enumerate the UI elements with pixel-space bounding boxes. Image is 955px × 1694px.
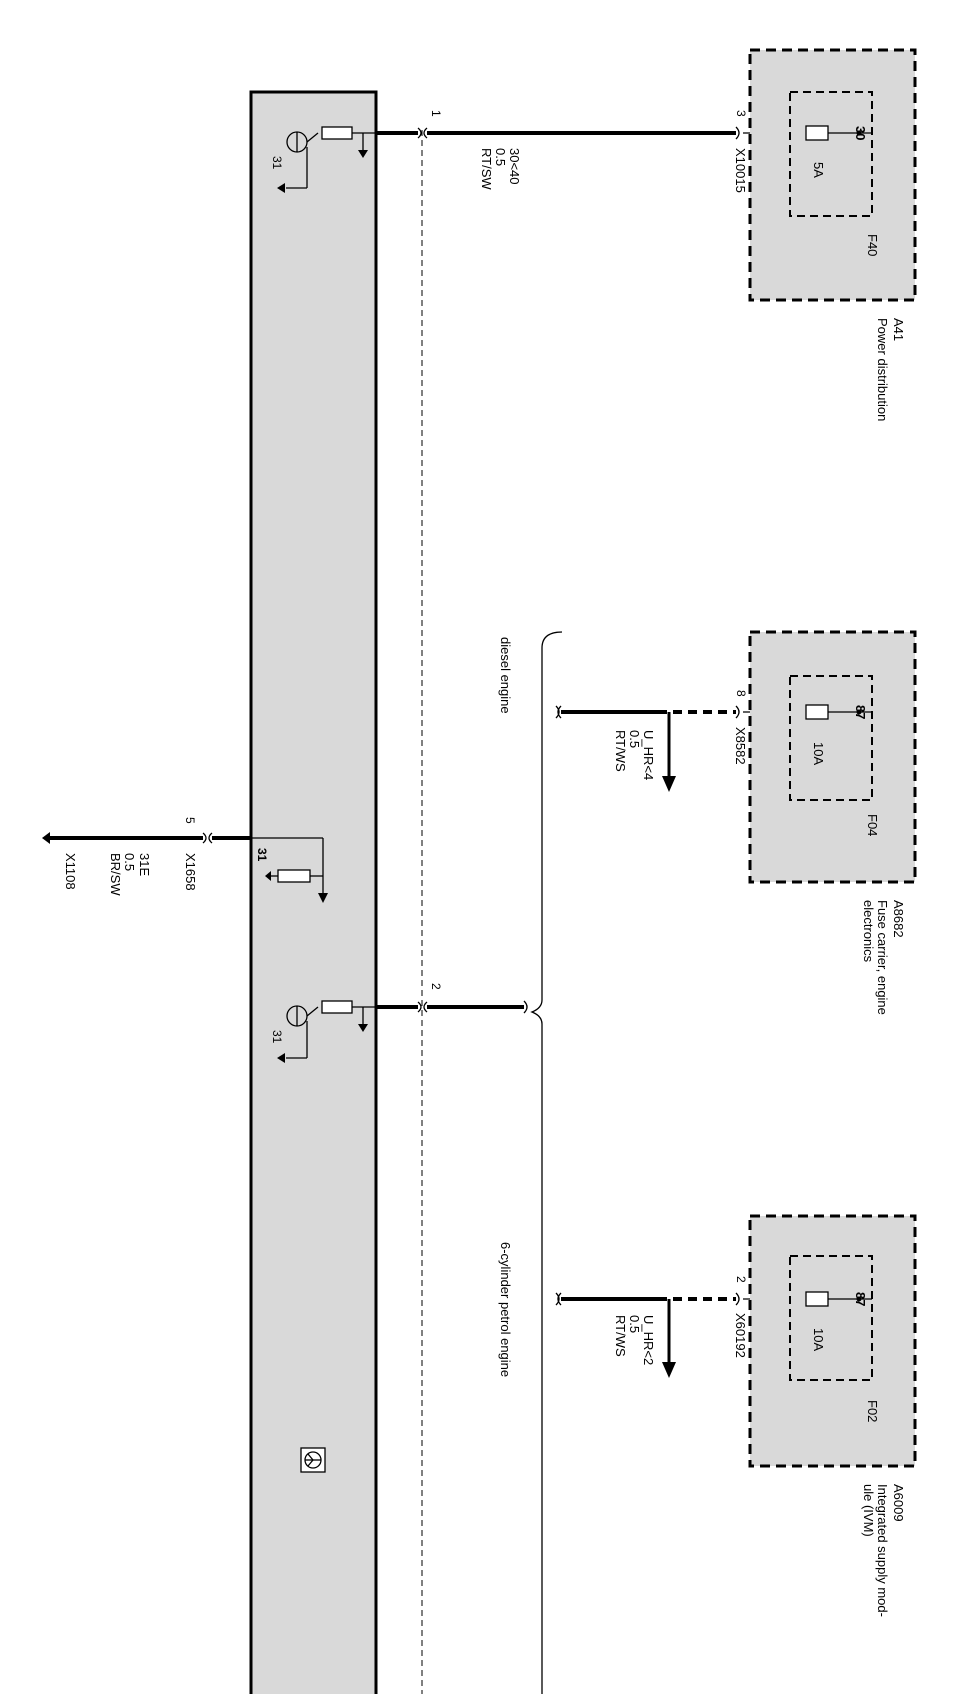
variant-diesel-label: diesel engine: [498, 637, 513, 714]
ground-wire-signal: 31E: [137, 853, 152, 876]
a6009-terminal: 87: [853, 1292, 868, 1306]
ground-wire-color: BR/SW: [108, 853, 123, 896]
wire-diesel-gauge: 0.5: [627, 730, 642, 748]
variant-petrol-label: 6-cylinder petrol engine: [498, 1242, 513, 1377]
a8682-module: [748, 630, 917, 884]
wire-2-pin: 2: [429, 983, 443, 990]
a6009-name-2: ule (IVM): [861, 1484, 876, 1537]
a41-id: A41: [891, 318, 906, 341]
a6009-module: [748, 1214, 917, 1468]
output-stage-2: 31: [270, 1000, 376, 1063]
a8682-name-2: electronics: [861, 900, 876, 963]
a41-connector: X10015: [733, 148, 748, 193]
a6009-connector: X60192: [733, 1313, 748, 1358]
a8682-name-1: Fuse carrier, engine: [875, 900, 890, 1015]
output-stage-1: 31: [270, 126, 376, 193]
ground-terminal-label-3: 31: [255, 848, 269, 862]
a41-terminal: 30: [853, 126, 868, 140]
wire-petrol-signal: U_HR<2: [641, 1315, 656, 1365]
a41-module: [748, 48, 917, 302]
a6009-id: A6009: [891, 1484, 906, 1522]
a6009-pin: 2: [734, 1276, 748, 1283]
wire-petrol-gauge: 0.5: [627, 1315, 642, 1333]
wire-2: [376, 1000, 528, 1014]
wire-1: [376, 126, 806, 140]
a8682-terminal: 87: [853, 705, 868, 719]
wire-diesel-signal: U_HR<4: [641, 730, 656, 780]
wire-1-gauge: 0.5: [493, 148, 508, 166]
ground-terminal-label-2: 31: [270, 1030, 284, 1044]
a6009-fuse: F02: [865, 1400, 880, 1422]
a41-name: Power distribution: [875, 318, 890, 421]
wire-1-pin: 1: [429, 110, 443, 117]
ground-connector-id: X1658: [183, 853, 198, 891]
ground-connector-pin: 5: [183, 817, 197, 824]
variant-bracket: [530, 631, 563, 1694]
ground-point-id: X1108: [63, 853, 78, 890]
ground-wire-gauge: 0.5: [122, 853, 137, 871]
ground-terminal-label-1: 31: [270, 156, 284, 170]
a41-fuse: F40: [865, 234, 880, 256]
ground-circuit: 31: [251, 837, 328, 903]
wire-1-color: RT/SW: [479, 148, 494, 190]
a8682-pin: 8: [734, 690, 748, 697]
wire-1-signal: 30<40: [507, 148, 522, 185]
a8682-fuse: F04: [865, 814, 880, 836]
a8682-id: A8682: [891, 900, 906, 938]
ground-wire: [42, 832, 251, 844]
wire-petrol-color: RT/WS: [613, 1315, 628, 1357]
control-unit-body: [249, 90, 378, 1694]
wire-diesel-color: RT/WS: [613, 730, 628, 772]
a8682-connector: X8582: [733, 727, 748, 765]
a41-pin: 3: [734, 110, 748, 117]
motor-symbol-icon: [300, 1447, 326, 1473]
a8682-rating: 10A: [811, 742, 826, 765]
a6009-name-1: Integrated supply mod-: [875, 1484, 890, 1617]
a41-rating: 5A: [811, 162, 826, 178]
a6009-rating: 10A: [811, 1328, 826, 1351]
